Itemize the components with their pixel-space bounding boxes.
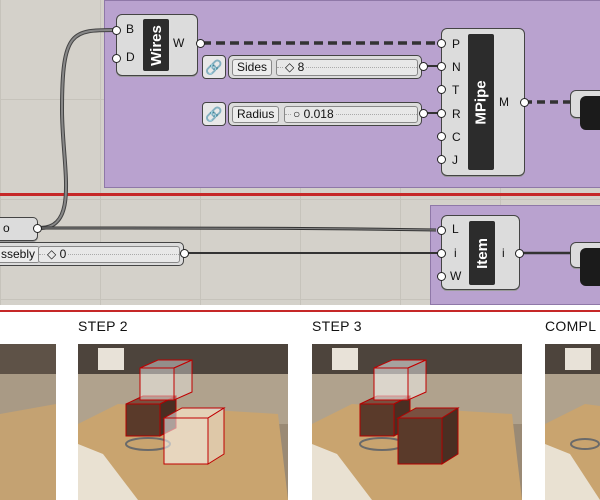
divider-line: [0, 193, 600, 196]
wires-b-port[interactable]: [112, 26, 121, 35]
item-title: Item: [473, 237, 491, 269]
item-w-port[interactable]: [437, 272, 446, 281]
item-l-port[interactable]: [437, 226, 446, 235]
wires-core: Wires: [141, 17, 171, 73]
mpipe-input-j: J: [452, 153, 458, 167]
offscreen-component-top-core: [580, 96, 600, 130]
item-input-w: W: [450, 269, 462, 283]
mpipe-output-m: M: [499, 95, 509, 109]
step-title-complete: COMPL: [545, 318, 597, 334]
mpipe-p-port[interactable]: [437, 39, 446, 48]
radius-value-prefix: ○ 0.018: [291, 107, 336, 121]
mpipe-component[interactable]: P N T R C J MPipe M: [441, 28, 525, 176]
step-title-2: STEP 2: [78, 318, 128, 334]
step-photo-complete: [545, 344, 600, 500]
sides-value-prefix: ◇ 8: [283, 60, 307, 74]
mpipe-c-port[interactable]: [437, 132, 446, 141]
radius-label: Radius: [232, 106, 280, 123]
step-photo-3: [312, 344, 522, 500]
mpipe-input-r: R: [452, 107, 461, 121]
item-i-port[interactable]: [437, 249, 446, 258]
radius-slider[interactable]: Radius ○ 0.018: [228, 102, 422, 126]
assembly-value: 0: [59, 247, 67, 261]
mpipe-m-port[interactable]: [520, 98, 529, 107]
left-stub-label: o: [3, 221, 10, 235]
item-input-i: i: [454, 246, 457, 260]
sides-out-port[interactable]: [419, 62, 428, 71]
item-output-i: i: [502, 246, 505, 260]
item-component[interactable]: L i W Item i: [441, 215, 520, 290]
sides-slider[interactable]: Sides ◇ 8: [228, 55, 422, 79]
wires-input-d: D: [126, 50, 135, 64]
wires-w-port[interactable]: [196, 39, 205, 48]
mpipe-core: MPipe: [466, 32, 496, 172]
link-icon[interactable]: 🔗: [202, 102, 226, 126]
step-title-3: STEP 3: [312, 318, 362, 334]
section-divider: [0, 310, 600, 312]
sides-value: 8: [297, 60, 305, 74]
link-icon[interactable]: 🔗: [202, 55, 226, 79]
mpipe-t-port[interactable]: [437, 85, 446, 94]
sides-label: Sides: [232, 59, 273, 76]
step-photo-2: [78, 344, 288, 500]
radius-value: 0.018: [303, 107, 334, 121]
assembly-track[interactable]: ◇ 0: [38, 246, 180, 263]
grasshopper-canvas[interactable]: B D Wires W 🔗 Sides ◇ 8 🔗 Radius ○ 0.018…: [0, 0, 600, 305]
mpipe-input-t: T: [452, 83, 460, 97]
wires-title: Wires: [147, 24, 165, 66]
offscreen-component-bottom-core: [580, 248, 600, 286]
mpipe-j-port[interactable]: [437, 155, 446, 164]
mpipe-title: MPipe: [472, 79, 490, 125]
item-input-l: L: [452, 222, 459, 236]
sides-track[interactable]: ◇ 8: [276, 59, 418, 76]
radius-track[interactable]: ○ 0.018: [284, 106, 418, 123]
assembly-slider[interactable]: ssebly ◇ 0: [0, 242, 184, 266]
item-core: Item: [467, 219, 497, 287]
item-out-port[interactable]: [515, 249, 524, 258]
wires-component[interactable]: B D Wires W: [116, 14, 198, 76]
mpipe-input-n: N: [452, 60, 461, 74]
wires-input-b: B: [126, 22, 135, 36]
mpipe-input-p: P: [452, 37, 461, 51]
assembly-label: ssebly: [0, 246, 41, 263]
radius-out-port[interactable]: [419, 109, 428, 118]
mpipe-r-port[interactable]: [437, 109, 446, 118]
assembly-value-prefix: ◇ 0: [45, 247, 69, 261]
assembly-out-port[interactable]: [180, 249, 189, 258]
wires-output-w: W: [173, 36, 185, 50]
mpipe-input-c: C: [452, 130, 461, 144]
left-stub-component[interactable]: o: [0, 217, 38, 241]
wires-d-port[interactable]: [112, 54, 121, 63]
mpipe-n-port[interactable]: [437, 62, 446, 71]
left-stub-out-port[interactable]: [33, 224, 42, 233]
step-photo-1: [0, 344, 56, 500]
